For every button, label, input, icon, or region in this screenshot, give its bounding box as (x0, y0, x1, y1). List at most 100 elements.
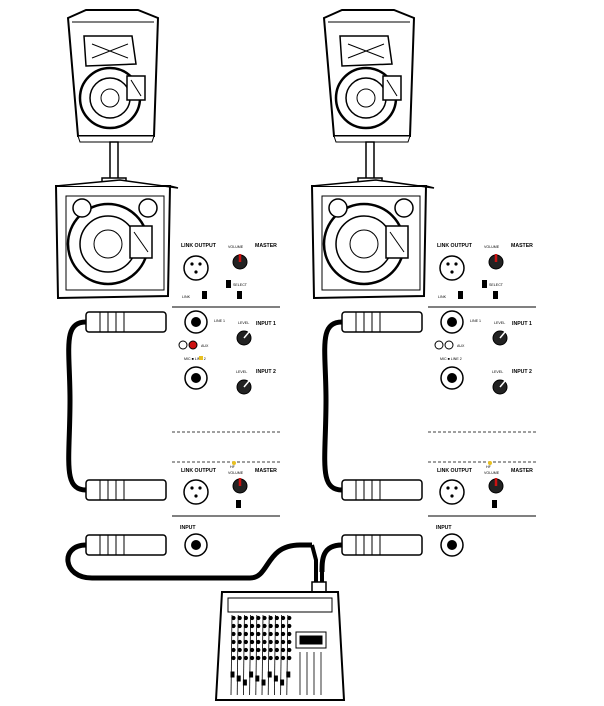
xlr-output-jack[interactable] (183, 479, 209, 505)
mixer-knob-icon[interactable] (237, 615, 242, 621)
mixer-knob-icon[interactable] (250, 647, 255, 653)
mixer-knob-icon[interactable] (287, 655, 292, 661)
mixer-knob-icon[interactable] (237, 647, 242, 653)
mixer-knob-icon[interactable] (287, 631, 292, 637)
mixer-knob-icon[interactable] (287, 647, 292, 653)
xlr-output-jack[interactable] (439, 479, 465, 505)
xlr-output-jack[interactable] (183, 255, 209, 281)
mixer-channel-strip (274, 614, 276, 696)
mixer-knob-icon[interactable] (262, 655, 267, 661)
mixer-fader-icon[interactable] (280, 679, 285, 686)
link-switch-icon[interactable] (458, 291, 463, 299)
mixer-knob-icon[interactable] (281, 623, 286, 629)
mixer-input-cable-left (310, 544, 318, 590)
mixer-knob-icon[interactable] (237, 623, 242, 629)
mixer-knob-icon[interactable] (250, 615, 255, 621)
mixer-knob-icon[interactable] (250, 631, 255, 637)
mixer-knob-icon[interactable] (256, 639, 261, 645)
mixer-knob-icon[interactable] (243, 623, 248, 629)
mixer-knob-icon[interactable] (268, 615, 273, 621)
mixer-knob-icon[interactable] (256, 655, 261, 661)
mixer-knob-icon[interactable] (250, 639, 255, 645)
mixer-knob-icon[interactable] (243, 615, 248, 621)
input1-label: INPUT 1 (512, 321, 532, 327)
mixer-knob-icon[interactable] (281, 615, 286, 621)
hf-label: HF (230, 465, 236, 469)
switch-icon[interactable] (236, 500, 241, 508)
mixer-fader-icon[interactable] (273, 675, 278, 682)
mixer-knob-icon[interactable] (268, 623, 273, 629)
mixer-knob-icon[interactable] (256, 623, 261, 629)
mixer-knob-icon[interactable] (268, 639, 273, 645)
mixer-knob-icon[interactable] (287, 615, 292, 621)
mixer-knob-icon[interactable] (262, 631, 267, 637)
link-output-label: LINK OUTPUT (437, 468, 473, 474)
mixer-knob-icon[interactable] (274, 647, 279, 653)
input1-label: INPUT 1 (256, 321, 276, 327)
mixer-knob-icon[interactable] (250, 623, 255, 629)
switch-icon[interactable] (482, 280, 487, 288)
mixer-knob-icon[interactable] (274, 631, 279, 637)
mixer-knob-icon[interactable] (274, 615, 279, 621)
mixer-knob-icon[interactable] (287, 639, 292, 645)
mixer-knob-icon[interactable] (256, 647, 261, 653)
mixer-channel-strip (267, 614, 270, 696)
mixer-knob-icon[interactable] (243, 655, 248, 661)
mixer-channel-strip (255, 614, 258, 696)
mixer-knob-icon[interactable] (243, 647, 248, 653)
switch-icon[interactable] (226, 280, 231, 288)
level2-label: LEVEL (236, 370, 247, 374)
mixer-fader-icon[interactable] (267, 671, 272, 678)
mixer-knob-icon[interactable] (262, 623, 267, 629)
input2-label: INPUT 2 (256, 369, 276, 375)
mixer-knob-icon[interactable] (281, 631, 286, 637)
mixer-knob-icon[interactable] (231, 639, 236, 645)
mixer-knob-icon[interactable] (287, 623, 292, 629)
master-label: MASTER (255, 468, 277, 474)
mixer-fader-icon[interactable] (230, 671, 235, 678)
link-output-label: LINK OUTPUT (437, 243, 473, 249)
speaker-pole (101, 141, 127, 187)
mixer-fader-icon[interactable] (249, 671, 254, 678)
mixer-knob-icon[interactable] (281, 639, 286, 645)
mixer-knob-icon[interactable] (274, 623, 279, 629)
top-speaker-icon (322, 9, 416, 143)
mixer-knob-icon[interactable] (237, 631, 242, 637)
mixer-knob-icon[interactable] (256, 615, 261, 621)
mixer-knob-icon[interactable] (237, 655, 242, 661)
mixer-knob-icon[interactable] (231, 615, 236, 621)
mixer-fader-icon[interactable] (261, 679, 266, 686)
mic-line2-label: MIC ■ LINE 2 (184, 357, 206, 361)
mixer-knob-icon[interactable] (262, 647, 267, 653)
mixer-fader-icon[interactable] (236, 675, 241, 682)
mixer-knob-icon[interactable] (250, 655, 255, 661)
top-speaker-icon (66, 9, 160, 143)
mixer-channel-strip (249, 614, 251, 696)
mixer-knob-icon[interactable] (268, 647, 273, 653)
mixer-knob-icon[interactable] (281, 655, 286, 661)
mixer-knob-icon[interactable] (262, 639, 267, 645)
switch-icon[interactable] (492, 500, 497, 508)
mixer-knob-icon[interactable] (231, 647, 236, 653)
mixer-knob-icon[interactable] (231, 655, 236, 661)
mixer-knob-icon[interactable] (243, 639, 248, 645)
input2-label: INPUT 2 (512, 369, 532, 375)
xlr-output-jack[interactable] (439, 255, 465, 281)
link-switch-icon[interactable] (202, 291, 207, 299)
mixer-knob-icon[interactable] (268, 655, 273, 661)
mixer-knob-icon[interactable] (274, 639, 279, 645)
mixer-knob-icon[interactable] (274, 655, 279, 661)
mixer-knob-icon[interactable] (281, 647, 286, 653)
mixer-knob-icon[interactable] (231, 631, 236, 637)
mixer-knob-icon[interactable] (268, 631, 273, 637)
mixer-knob-icon[interactable] (262, 615, 267, 621)
mixer-fader-icon[interactable] (242, 679, 247, 686)
link-label: LINK (182, 295, 191, 299)
mixer-fader-icon[interactable] (255, 675, 260, 682)
volume-label: VOLUME (228, 471, 244, 475)
mixer-knob-icon[interactable] (231, 623, 236, 629)
mixer-knob-icon[interactable] (243, 631, 248, 637)
mixer-knob-icon[interactable] (256, 631, 261, 637)
mixer-knob-icon[interactable] (237, 639, 242, 645)
mixer-fader-icon[interactable] (286, 671, 291, 678)
